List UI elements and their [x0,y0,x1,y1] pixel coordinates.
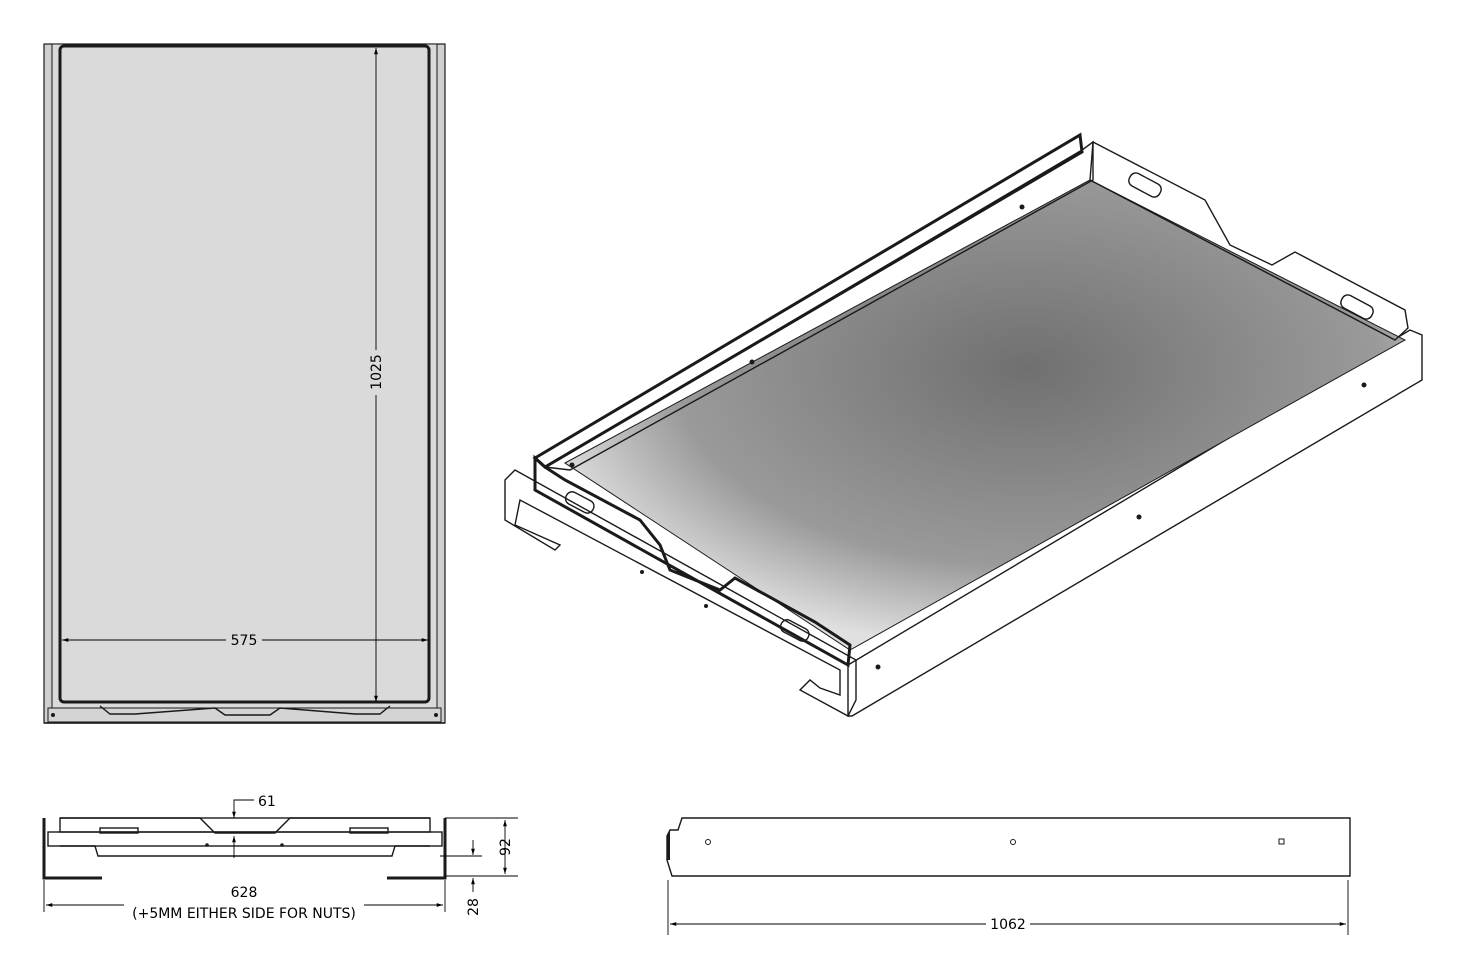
dim-top-length: 1025 [369,354,385,390]
dim-front-height: 92 [498,838,514,856]
dim-front-width-note: (+5MM EITHER SIDE FOR NUTS) [132,906,356,922]
front-view: 61 92 28 628 (+5MM EITHER SIDE FOR NUTS) [42,794,518,922]
isometric-view [504,132,1423,717]
dim-side-length: 1062 [990,917,1026,933]
side-view: 1062 [666,817,1351,935]
dim-front-width: 628 [231,885,258,901]
dim-front-foot: 28 [466,898,482,916]
dim-front-notch: 61 [258,794,276,810]
dim-top-width: 575 [231,633,258,649]
top-view: 575 1025 [43,43,446,724]
